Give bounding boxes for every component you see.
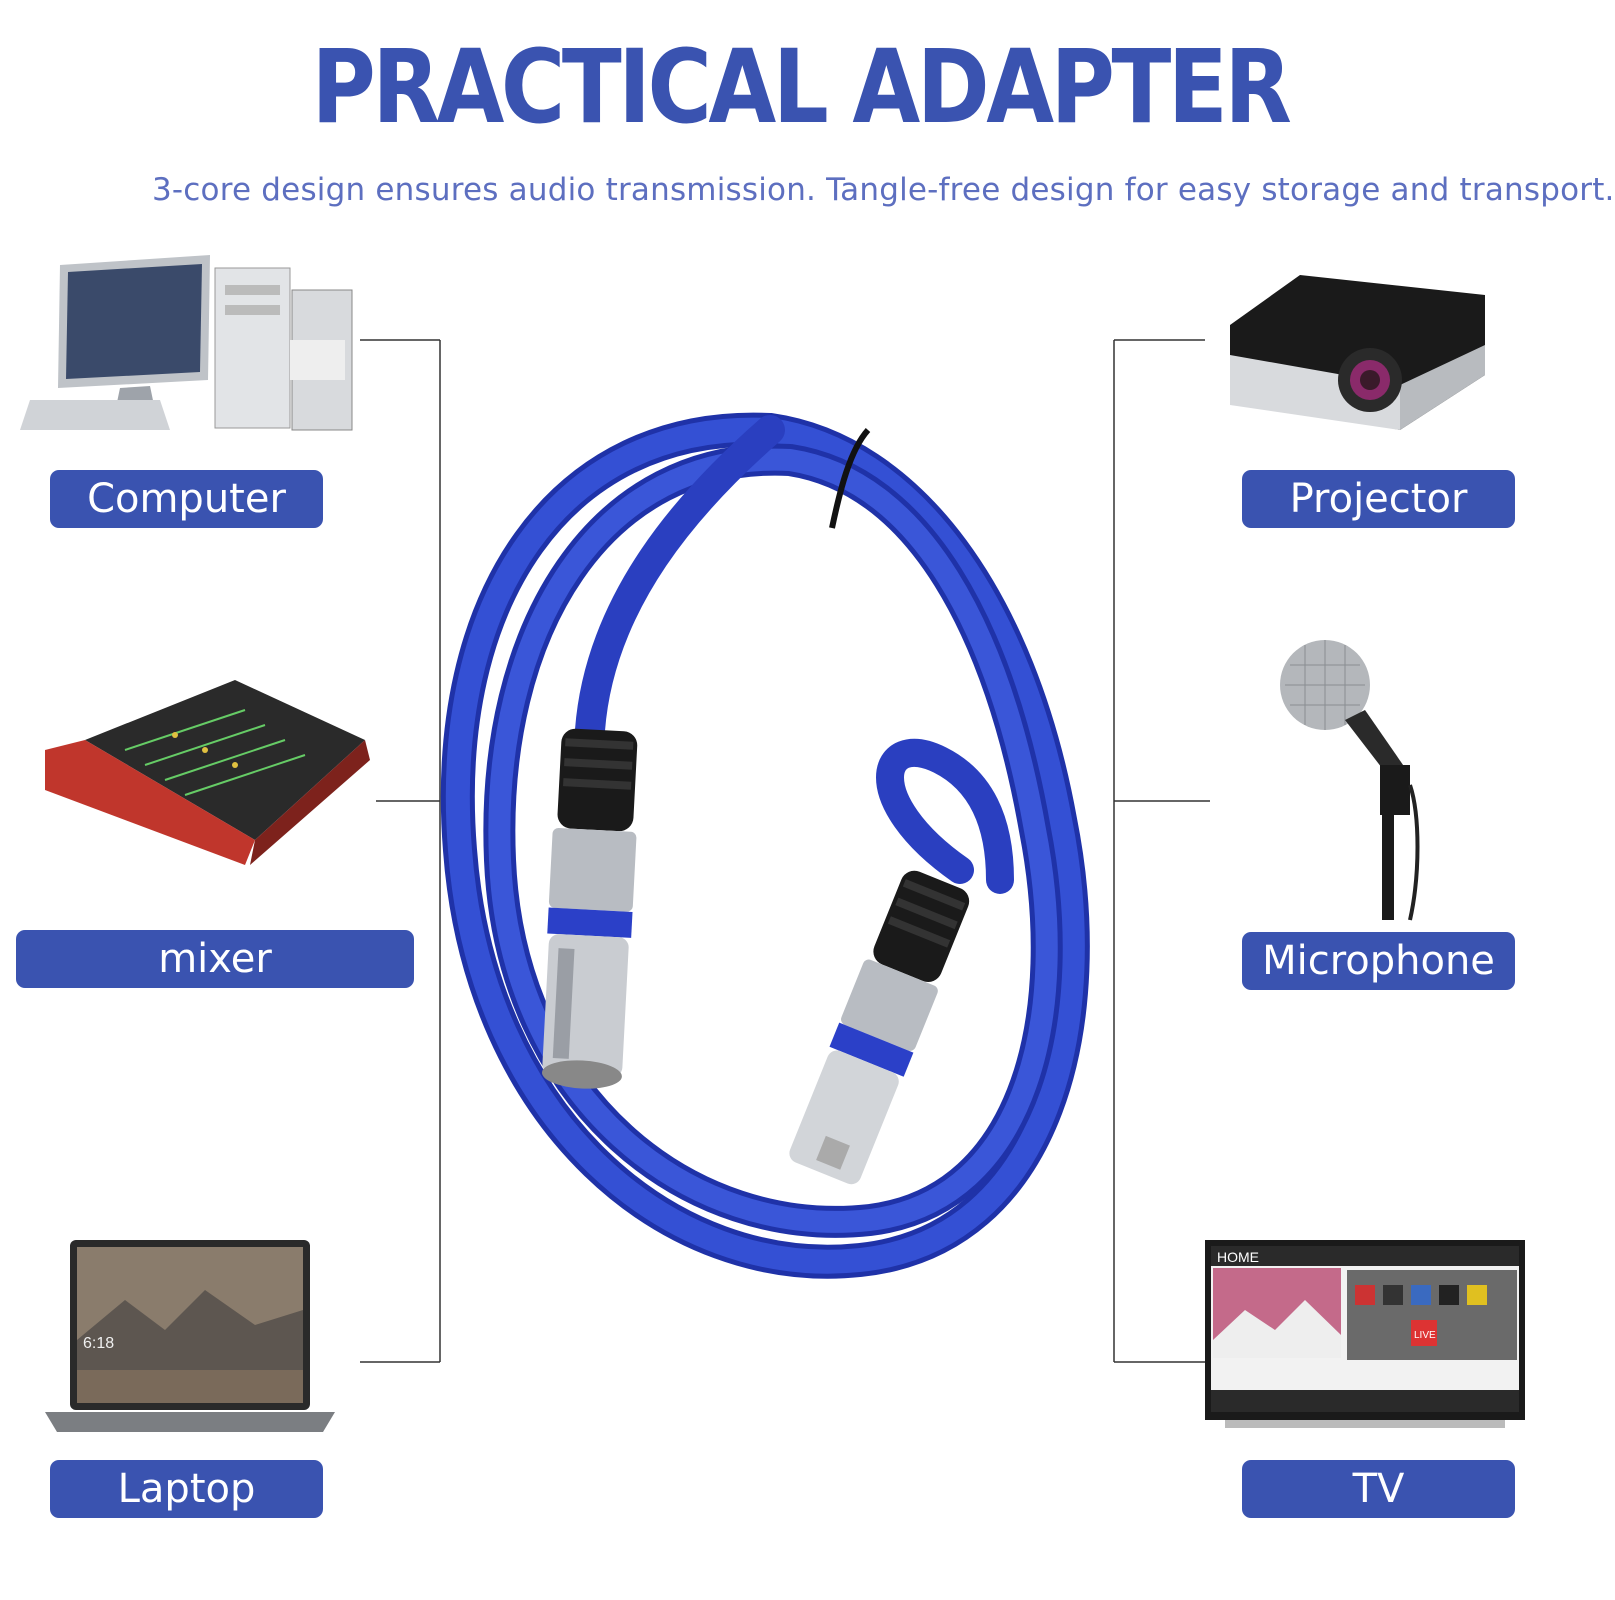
microphone-image: [1280, 640, 1420, 921]
device-label-laptop: Laptop: [50, 1460, 323, 1518]
mixer-image: [45, 680, 370, 865]
device-label-mixer: mixer: [16, 930, 414, 988]
computer-image: [20, 255, 353, 431]
device-label-tv: TV: [1242, 1460, 1515, 1518]
page-subtitle: 3-core design ensures audio transmission…: [152, 172, 1615, 208]
device-label-projector: Projector: [1242, 470, 1515, 528]
tv-screen-home: HOME: [1217, 1249, 1259, 1265]
tv-image: HOME LIVE: [1205, 1240, 1525, 1428]
page-title: PRACTICAL ADAPTER: [311, 28, 1292, 147]
projector-image: [1230, 275, 1485, 430]
xlr-cable-image: [440, 412, 1090, 1279]
laptop-screen-time: 6:18: [83, 1335, 114, 1352]
tv-screen-live: LIVE: [1414, 1330, 1436, 1341]
device-label-computer: Computer: [50, 470, 323, 528]
device-label-microphone: Microphone: [1242, 932, 1515, 990]
laptop-image: 6:18: [45, 1240, 335, 1432]
